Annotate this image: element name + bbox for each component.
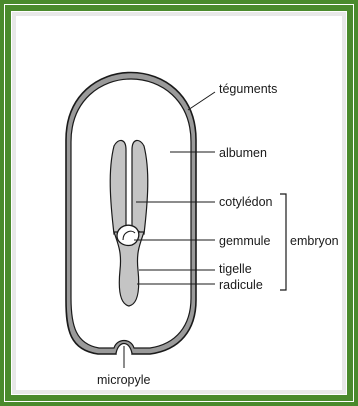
albumen-area: [71, 79, 191, 348]
cotyledon-left: [110, 140, 126, 234]
label-embryon: embryon: [290, 234, 339, 248]
label-gemmule: gemmule: [219, 234, 270, 248]
cotyledon-right: [132, 140, 148, 234]
label-micropyle: micropyle: [97, 373, 151, 387]
label-teguments: téguments: [219, 82, 277, 96]
gemmule: [117, 225, 139, 245]
label-cotyledon: cotylédon: [219, 195, 273, 209]
label-radicule: radicule: [219, 278, 263, 292]
label-albumen: albumen: [219, 146, 267, 160]
label-tigelle: tigelle: [219, 262, 252, 276]
